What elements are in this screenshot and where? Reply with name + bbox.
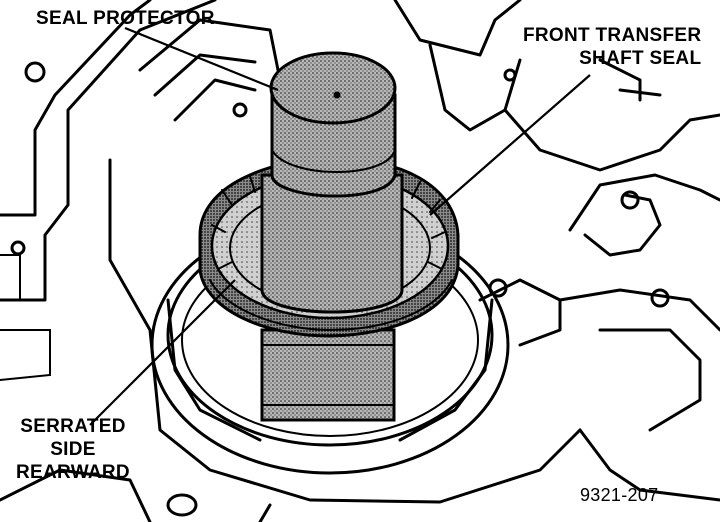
seal-protector-leader	[124, 26, 279, 92]
front-transfer-label-line2: SHAFT SEAL	[579, 48, 702, 69]
leader-lines	[89, 26, 591, 426]
seal-protector	[260, 51, 404, 314]
figure-number: 9321-207	[580, 484, 658, 507]
serrated-label-line3: REARWARD	[16, 462, 130, 483]
serrated-side-leader	[89, 279, 236, 426]
front-transfer-label-line1: FRONT TRANSFER	[523, 25, 702, 46]
serrated-label-line2: SIDE	[50, 439, 96, 460]
front-transfer-shaft-seal-callout: FRONT TRANSFER SHAFT SEAL	[523, 24, 701, 70]
serrated-label-line1: SERRATED	[20, 416, 126, 437]
seal-protector-callout: SEAL PROTECTOR	[36, 7, 215, 30]
serrated-side-rearward-callout: SERRATED SIDE REARWARD	[16, 415, 130, 484]
seal-protector-label: SEAL PROTECTOR	[36, 8, 215, 29]
output-shaft	[260, 328, 396, 422]
figure-number-text: 9321-207	[580, 485, 659, 505]
front-transfer-seal-leader	[429, 74, 591, 216]
